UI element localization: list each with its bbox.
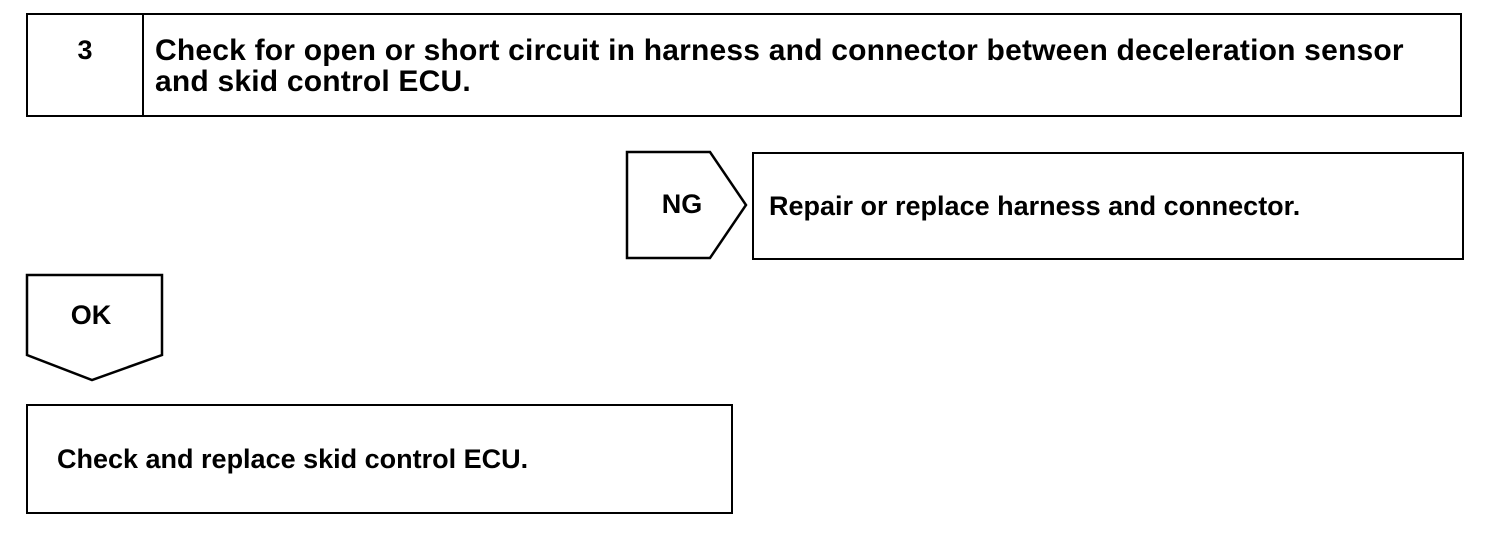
ng-label: NG xyxy=(661,189,703,219)
ng-arrow-shape xyxy=(625,150,748,260)
ng-action-box: Repair or replace harness and connector. xyxy=(752,152,1464,260)
step-title: Check for open or short circuit in harne… xyxy=(155,34,1404,98)
ok-action-text: Check and replace skid control ECU. xyxy=(57,443,529,474)
step-box: 3 Check for open or short circuit in har… xyxy=(26,13,1462,117)
ok-arrow-shape xyxy=(25,273,164,382)
step-number: 3 xyxy=(28,15,144,115)
ok-action-box: Check and replace skid control ECU. xyxy=(26,404,733,514)
ng-action-text: Repair or replace harness and connector. xyxy=(769,190,1301,221)
ok-label: OK xyxy=(70,300,112,330)
